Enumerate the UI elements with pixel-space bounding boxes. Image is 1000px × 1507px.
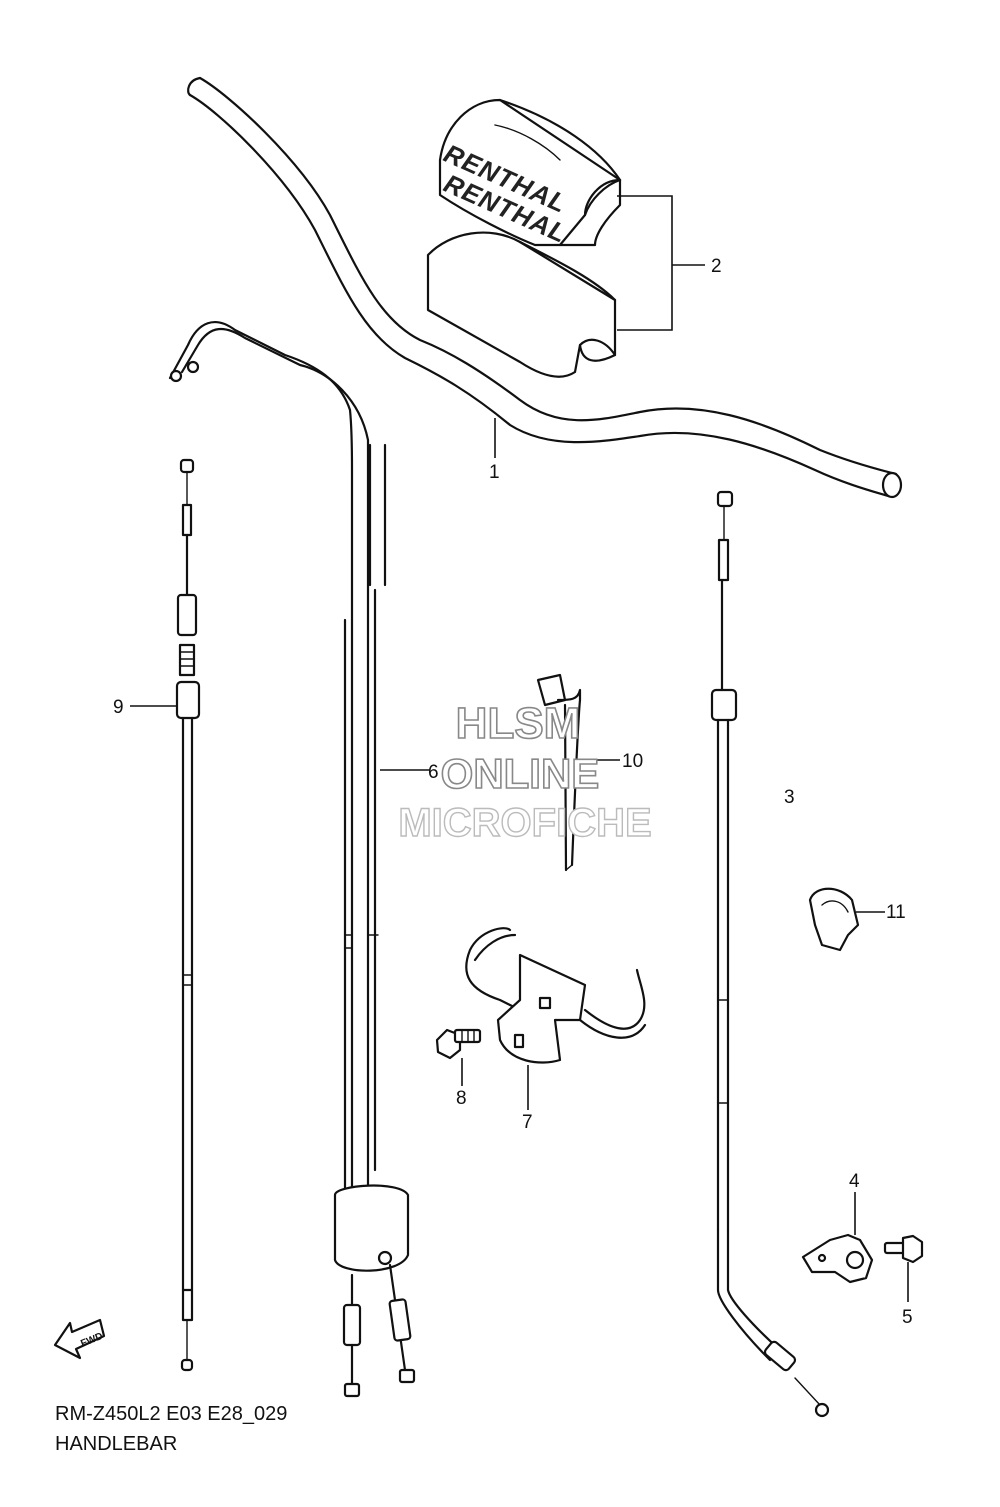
pad-bracket-leader — [617, 195, 705, 331]
callout-10: 10 — [622, 751, 643, 772]
forward-direction-arrow: FWD — [53, 1318, 106, 1360]
watermark: HLSM ONLINE MICROFICHE — [398, 698, 653, 846]
callout-5: 5 — [902, 1307, 913, 1328]
diagram-code: RM-Z450L2 E03 E28_029 — [55, 1403, 288, 1425]
callout-11: 11 — [886, 902, 906, 923]
clutch-cable-right[interactable] — [710, 490, 830, 1418]
watermark-line-3: MICROFICHE — [398, 801, 651, 845]
watermark-line-1: HLSM — [456, 699, 581, 748]
callout-7: 7 — [522, 1112, 533, 1133]
callout-3: 3 — [784, 787, 795, 808]
callout-9: 9 — [113, 697, 124, 718]
holder-bolt[interactable] — [883, 1234, 924, 1264]
callout-6: 6 — [428, 762, 439, 783]
cable-clamp[interactable] — [808, 887, 860, 952]
watermark-line-2: ONLINE — [441, 750, 600, 797]
handlebar-pad-cover[interactable]: RENTHAL RENTHAL — [438, 98, 622, 249]
callout-4: 4 — [849, 1171, 860, 1192]
callout-2: 2 — [711, 256, 722, 277]
cable-guide-bracket[interactable] — [465, 927, 647, 1064]
callout-1: 1 — [489, 462, 500, 483]
clutch-cable-left[interactable] — [175, 458, 201, 1372]
throttle-cable[interactable] — [168, 321, 416, 1398]
handlebar[interactable] — [187, 76, 903, 499]
callout-8: 8 — [456, 1088, 467, 1109]
handlebar-pad-foam[interactable] — [426, 231, 617, 378]
cable-holder[interactable] — [801, 1233, 874, 1284]
cable-tie[interactable] — [536, 673, 582, 872]
bracket-bolt[interactable] — [435, 1028, 482, 1060]
diagram-title: HANDLEBAR — [55, 1433, 178, 1455]
